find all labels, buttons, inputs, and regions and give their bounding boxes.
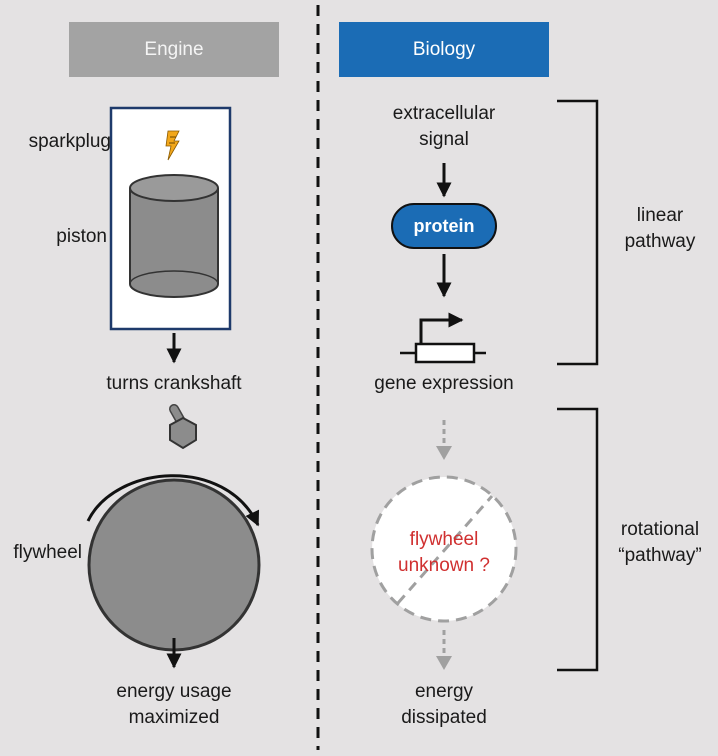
gene-icon — [400, 312, 486, 364]
engine-header: Engine — [144, 38, 204, 60]
rotational-line1: rotational — [620, 519, 700, 540]
sparkplug-label: sparkplug — [28, 131, 111, 152]
rotational-bracket — [557, 407, 599, 672]
unknown-line1: flywheel — [409, 529, 479, 550]
biology-header-box — [339, 22, 549, 77]
bio-dashed-arrowhead-1 — [436, 446, 452, 460]
strike-line — [396, 495, 494, 604]
piston-icon — [129, 174, 219, 298]
unknown-flywheel-label: flywheel unknown ? — [374, 527, 514, 579]
engine-outcome-line1: energy usage — [116, 681, 232, 702]
signal-label: extracellular signal — [344, 101, 544, 153]
flywheel-label: flywheel — [13, 542, 82, 563]
crankshaft-icon — [169, 404, 197, 450]
rotational-pathway-label: rotational “pathway” — [604, 517, 716, 569]
linear-line1: linear — [636, 205, 684, 226]
crankshaft-label: turns crankshaft — [106, 373, 242, 394]
flywheel-icon — [87, 478, 261, 652]
linear-line2: pathway — [624, 231, 696, 252]
rotation-arrow-icon — [86, 474, 260, 527]
spark-icon — [165, 130, 180, 161]
rotational-line2: “pathway” — [618, 545, 702, 566]
signal-line1: extracellular — [392, 103, 496, 124]
piston-label: piston — [56, 226, 107, 247]
gene-expression-label: gene expression — [374, 373, 514, 394]
bio-outcome-label: energy dissipated — [344, 679, 544, 731]
protein-node: protein — [391, 203, 497, 249]
linear-pathway-label: linear pathway — [604, 203, 716, 255]
linear-bracket — [557, 99, 599, 366]
unknown-line2: unknown ? — [398, 555, 490, 576]
bio-outcome-line2: dissipated — [401, 707, 487, 728]
bio-outcome-line1: energy — [414, 681, 474, 702]
signal-line2: signal — [419, 129, 469, 150]
bio-dashed-arrowhead-2 — [436, 656, 452, 670]
biology-header: Biology — [412, 38, 476, 60]
engine-outcome-label: energy usage maximized — [74, 679, 274, 731]
engine-outcome-line2: maximized — [128, 707, 220, 728]
engine-header-box — [69, 22, 279, 77]
